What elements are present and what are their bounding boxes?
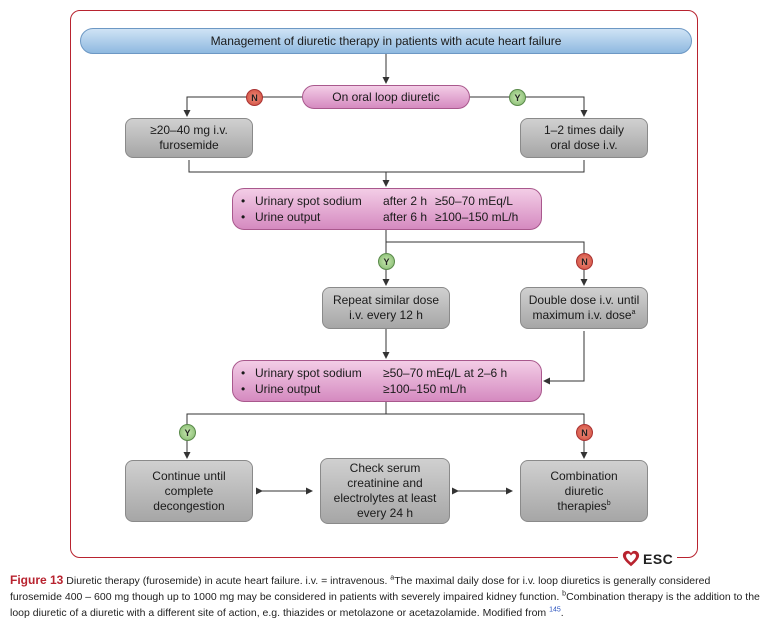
node-line: decongestion	[153, 498, 225, 513]
bullet: •	[241, 193, 246, 208]
oral-loop-diuretic-node: On oral loop diuretic	[302, 85, 470, 109]
response-check-1-node: • Urinary spot sodium after 2 h ≥50–70 m…	[232, 188, 542, 230]
response-check-2-node: • Urinary spot sodium ≥50–70 mEq/L at 2–…	[232, 360, 542, 402]
node-text: maximum i.v. dose	[532, 308, 632, 322]
bullet: •	[241, 209, 246, 224]
node-line: Continue until	[152, 468, 226, 483]
node-line: Combination	[550, 468, 618, 483]
node-line: therapiesb	[550, 499, 617, 514]
node-line: furosemide	[159, 138, 219, 152]
node-line: complete	[164, 483, 214, 498]
footnote-a-marker: a	[631, 309, 636, 316]
reference-link[interactable]: 145	[549, 606, 561, 614]
continue-node: Continue until complete decongestion	[125, 460, 253, 522]
check-time: after 2 h	[383, 193, 428, 208]
diagram-title: Management of diuretic therapy in patien…	[80, 28, 692, 54]
no-badge: N	[576, 424, 593, 441]
figure-label: Figure 13	[10, 573, 64, 587]
node-line: ≥20–40 mg i.v.	[150, 123, 228, 137]
node-line: Check serum	[349, 461, 421, 475]
yes-badge: Y	[378, 253, 395, 270]
combination-therapy-node: Combination diuretic therapiesb	[520, 460, 648, 522]
figure-caption: Figure 13 Diuretic therapy (furosemide) …	[10, 572, 762, 621]
check-label: Urinary spot sodium	[255, 365, 362, 380]
furosemide-dose-node: ≥20–40 mg i.v. furosemide	[125, 118, 253, 158]
check-value: ≥50–70 mEq/L at 2–6 h	[383, 365, 508, 380]
node-line: maximum i.v. dosea	[529, 308, 640, 323]
caption-text: Combination therapy is the addition to t…	[10, 591, 760, 619]
check-value: ≥50–70 mEq/L	[435, 193, 513, 208]
repeat-dose-node: Repeat similar dose i.v. every 12 h	[322, 287, 450, 329]
node-line: diuretic	[564, 483, 604, 498]
node-text: therapies	[557, 498, 607, 513]
oral-dose-iv-node: 1–2 times daily oral dose i.v.	[520, 118, 648, 158]
figure-frame	[70, 10, 698, 558]
check-label: Urinary spot sodium	[255, 193, 362, 208]
check-label: Urine output	[255, 209, 321, 224]
footnote-b-marker: b	[562, 590, 567, 598]
check-serum-node: Check serum creatinine and electrolytes …	[320, 458, 450, 524]
node-line: oral dose i.v.	[550, 138, 618, 152]
bullet: •	[241, 365, 246, 380]
footnote-b-marker: b	[606, 499, 611, 507]
double-dose-node: Double dose i.v. until maximum i.v. dose…	[520, 287, 648, 329]
check-label: Urine output	[255, 381, 321, 396]
caption-text: .	[560, 607, 564, 619]
check-value: ≥100–150 mL/h	[435, 209, 519, 224]
node-line: Repeat similar dose	[332, 293, 440, 307]
caption-text: The maximal daily dose for i.v. loop diu…	[10, 575, 711, 603]
no-badge: N	[576, 253, 593, 270]
bullet: •	[241, 381, 246, 396]
esc-logo: ESC	[618, 548, 678, 570]
node-line: creatinine and	[347, 476, 423, 490]
node-line: electrolytes at least	[333, 491, 437, 505]
node-line: 1–2 times daily	[543, 123, 625, 137]
footnote-a-marker: a	[390, 574, 395, 582]
yes-badge: Y	[509, 89, 526, 106]
yes-badge: Y	[179, 424, 196, 441]
no-badge: N	[246, 89, 263, 106]
node-line: Double dose i.v. until	[528, 293, 640, 307]
check-value: ≥100–150 mL/h	[383, 381, 467, 396]
node-line: every 24 h	[356, 506, 414, 520]
heart-icon	[622, 550, 640, 567]
caption-text: Diuretic therapy (furosemide) in acute h…	[63, 575, 391, 587]
esc-wordmark: ESC	[643, 551, 674, 567]
check-time: after 6 h	[383, 209, 428, 224]
node-line: i.v. every 12 h	[349, 308, 423, 322]
